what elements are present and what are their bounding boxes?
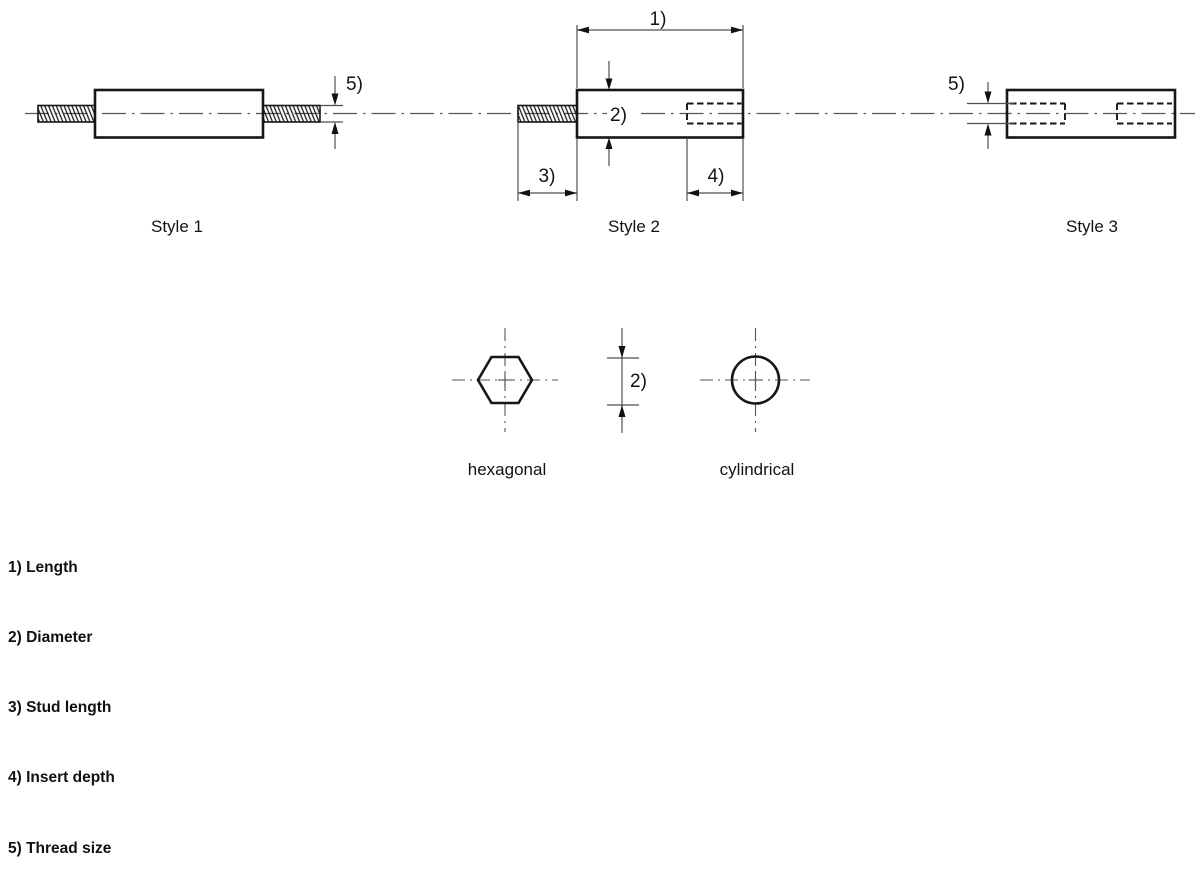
- style1-body: [93, 88, 265, 139]
- legend-item-insert-depth: 4) Insert depth: [8, 769, 115, 787]
- style1-callout-thread-size: 5): [346, 74, 363, 95]
- style2-callout-length: 1): [650, 9, 667, 30]
- style2-callout-stud-length: 3): [539, 166, 556, 187]
- arrowhead-up: [618, 405, 626, 417]
- style1-label: Style 1: [151, 217, 203, 236]
- circle-outline: [730, 355, 781, 405]
- arrowhead-right: [731, 26, 743, 34]
- style2-label: Style 2: [608, 217, 660, 236]
- style3-right-internal-thread: [1116, 102, 1172, 125]
- arrowhead-left: [687, 189, 699, 197]
- style2-body: [575, 88, 745, 139]
- style2-length-dimension: [576, 25, 744, 88]
- arrowhead-down: [331, 93, 339, 106]
- style1-thread-size-dimension: [320, 76, 343, 149]
- legend-item-thread-size: 5) Thread size: [8, 839, 112, 857]
- spacer-stud-diagram: 5) Style 1 1) 2): [25, 9, 1195, 479]
- style1-drawing: 5) Style 1: [37, 74, 363, 236]
- style2-callout-diameter: 2): [610, 105, 627, 126]
- arrowhead-up: [331, 122, 339, 134]
- arrowhead-down: [984, 91, 992, 104]
- circle-center-cross: [748, 373, 763, 387]
- style1-left-threaded-stud: [37, 104, 96, 123]
- arrowhead-down: [618, 346, 626, 358]
- style2-threaded-stud: [517, 104, 578, 123]
- style3-label: Style 3: [1066, 217, 1118, 236]
- hexagonal-label: hexagonal: [468, 460, 546, 479]
- style1-right-threaded-stud: [262, 104, 321, 123]
- hexagon-outline: [476, 355, 534, 405]
- hexagon-center-cross: [498, 373, 512, 387]
- arrowhead-up: [605, 137, 613, 149]
- style2-drawing: 1) 2) 3) 4) Style 2: [517, 9, 745, 236]
- cylindrical-label: cylindrical: [720, 460, 795, 479]
- arrowhead-right: [731, 189, 743, 197]
- arrowhead-down: [605, 78, 613, 90]
- style3-body: [1005, 88, 1177, 139]
- label-background: [607, 100, 635, 126]
- legend-item-stud-length: 3) Stud length: [8, 699, 112, 717]
- style2-internal-thread: [686, 102, 742, 125]
- arrowhead-right: [565, 189, 577, 197]
- style2-callout-insert-depth: 4): [708, 166, 725, 187]
- style3-drawing: 5) Style 3: [948, 74, 1177, 236]
- legend: 1) Length 2) Diameter 3) Stud length 4) …: [8, 509, 115, 883]
- arrowhead-up: [984, 123, 992, 136]
- style3-left-internal-thread: [1010, 102, 1066, 125]
- legend-item-diameter: 2) Diameter: [8, 629, 93, 647]
- style3-thread-size-dimension: [967, 82, 1014, 149]
- section-callout-diameter: 2): [630, 371, 647, 392]
- cross-sections: 2) hexagonal cylindrical: [452, 328, 810, 479]
- arrowhead-left: [518, 189, 530, 197]
- technical-drawing-page: 5) Style 1 1) 2): [8, 9, 1195, 857]
- style2-stud-length-dimension: [517, 123, 578, 201]
- arrowhead-left: [577, 26, 589, 34]
- style3-callout-thread-size: 5): [948, 74, 965, 95]
- legend-item-length: 1) Length: [8, 558, 78, 576]
